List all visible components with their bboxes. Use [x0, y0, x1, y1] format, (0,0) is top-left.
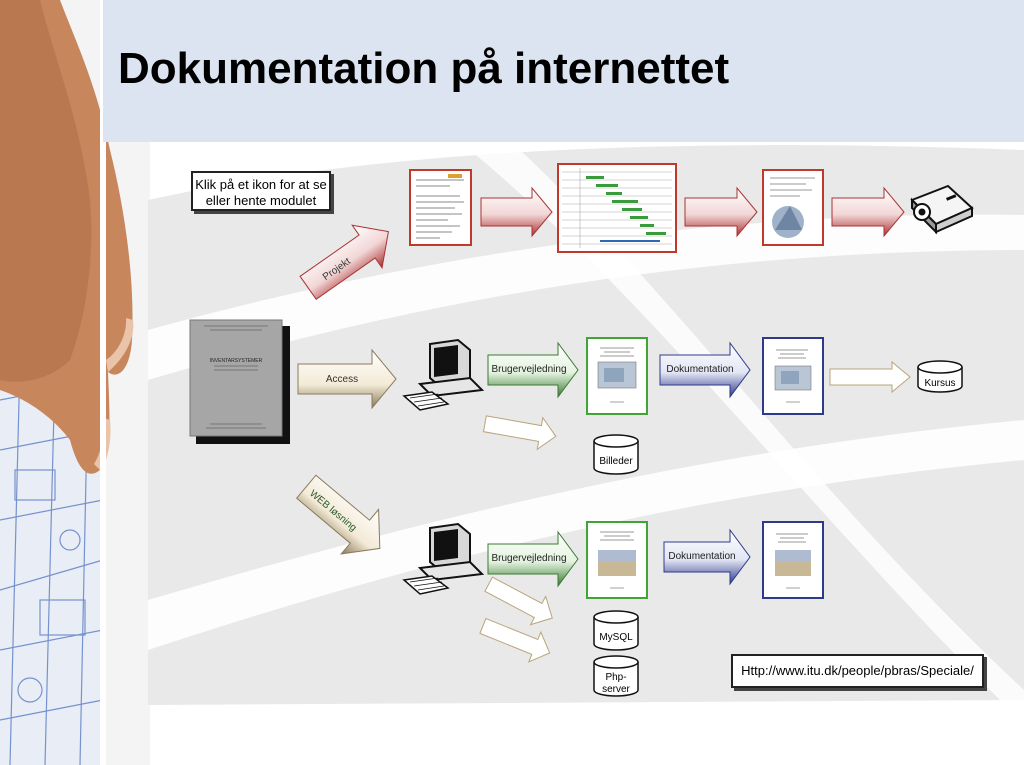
arrow-small-tan-3	[479, 617, 551, 663]
title-band	[103, 0, 1024, 142]
arrow-brugervejledning-2-label: Brugervejledning	[491, 553, 566, 564]
arrow-dokumentation-1: Dokumentation	[659, 341, 751, 399]
arrow-red-2	[684, 186, 758, 238]
arrow-dokumentation-1-label: Dokumentation	[666, 364, 733, 375]
database-kursus[interactable]: Kursus	[917, 360, 963, 393]
database-php-label-2: server	[602, 684, 630, 695]
arrow-red-3	[831, 186, 905, 238]
database-kursus-label: Kursus	[924, 378, 955, 389]
computer-icon-2[interactable]	[402, 522, 485, 595]
user-guide-thumb-2[interactable]	[586, 521, 648, 599]
arrow-access: Access	[297, 348, 397, 410]
projector-icon[interactable]	[910, 184, 974, 235]
arrow-brugervejledning-1-label: Brugervejledning	[491, 364, 566, 375]
url-link[interactable]: Http://www.itu.dk/people/pbras/Speciale/	[731, 654, 984, 688]
gantt-chart-thumb[interactable]	[557, 163, 677, 253]
arrow-dokumentation-2-label: Dokumentation	[668, 551, 735, 562]
report-cover-title: INVENTARSYSTEMER	[210, 358, 263, 364]
project-doc-thumb[interactable]	[409, 169, 472, 246]
database-billeder[interactable]: Billeder	[593, 434, 639, 475]
computer-icon-1[interactable]	[402, 338, 485, 411]
database-billeder-label: Billeder	[599, 456, 633, 467]
arrow-small-tan-2	[484, 576, 553, 626]
user-guide-thumb-1[interactable]	[586, 337, 648, 415]
database-mysql-label: MySQL	[599, 632, 633, 643]
arrow-small-tan-1	[482, 415, 557, 451]
documentation-thumb-1[interactable]	[762, 337, 824, 415]
arrow-red-1	[480, 186, 553, 238]
slide-title: Dokumentation på internettet	[118, 44, 730, 93]
arrow-tan-to-kursus	[829, 360, 911, 394]
database-php-label-1: Php-	[605, 672, 626, 683]
arrow-access-label: Access	[326, 374, 358, 385]
documentation-thumb-2[interactable]	[762, 521, 824, 599]
arrow-brugervejledning-1: Brugervejledning	[487, 341, 579, 399]
arrow-brugervejledning-2: Brugervejledning	[487, 530, 579, 588]
project-report-thumb[interactable]	[762, 169, 824, 246]
instruction-box: Klik på et ikon for at se eller hente mo…	[191, 171, 331, 211]
database-mysql[interactable]: MySQL	[593, 610, 639, 651]
arrow-dokumentation-2: Dokumentation	[663, 528, 751, 586]
report-cover-doc[interactable]: INVENTARSYSTEMER	[189, 319, 290, 444]
database-php-server[interactable]: Php- server	[593, 655, 639, 697]
